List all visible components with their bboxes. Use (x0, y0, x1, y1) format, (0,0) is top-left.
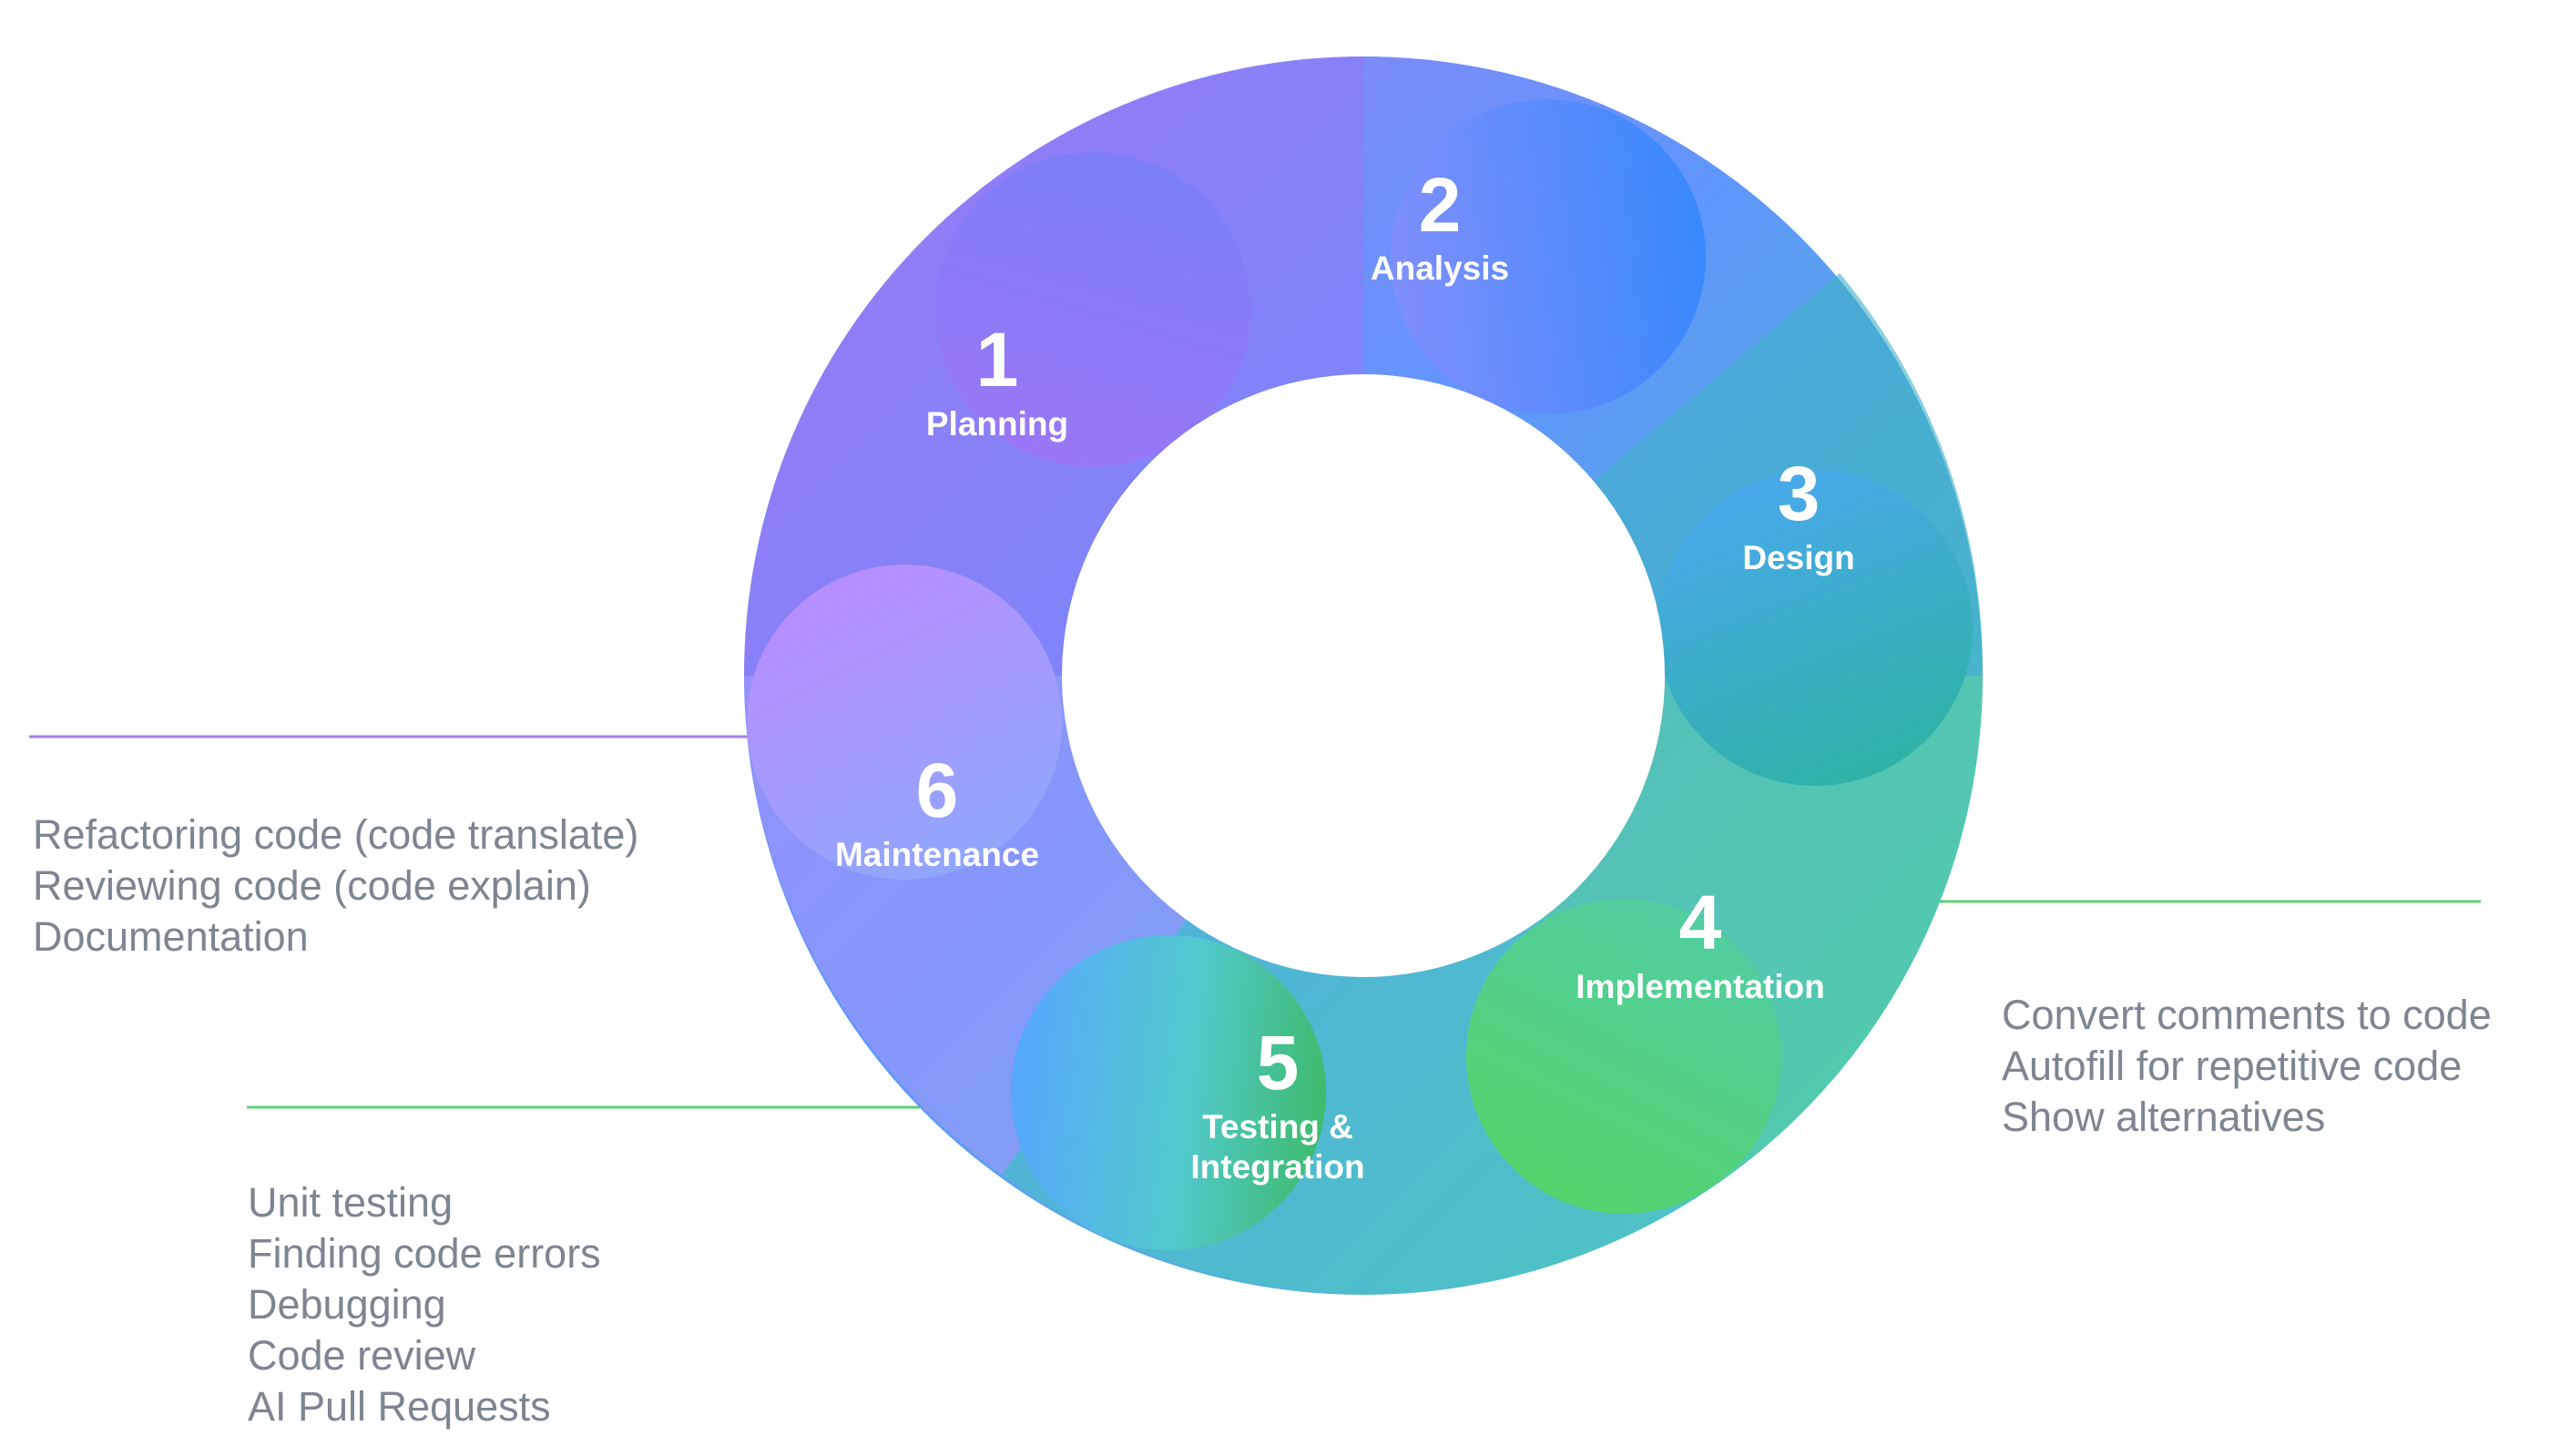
stage-3-design: 3 Design (1742, 451, 1854, 576)
cycle-ring (744, 56, 1984, 1295)
stage-4-implementation: 4 Implementation (1576, 880, 1824, 1005)
stage-lobe-planning (935, 152, 1250, 467)
stage-label: Maintenance (835, 836, 1039, 873)
stage-label: Implementation (1576, 968, 1824, 1005)
stage-lobe-design (1658, 471, 1973, 786)
stage-6-maintenance: 6 Maintenance (835, 748, 1039, 873)
callout-item: Unit testing (248, 1179, 454, 1226)
testing-callout-list: Unit testing Finding code errors Debuggi… (248, 1177, 601, 1432)
implementation-callout-list: Convert comments to code Autofill for re… (2002, 990, 2492, 1143)
stage-number: 2 (1419, 162, 1462, 248)
stage-lobe-analysis (1391, 99, 1706, 414)
stage-1-planning: 1 Planning (926, 317, 1068, 443)
callout-item: AI Pull Requests (248, 1383, 551, 1430)
stage-label-line-2: Integration (1190, 1148, 1364, 1186)
callout-item: Debugging (248, 1281, 446, 1328)
callout-item: Documentation (33, 913, 309, 960)
callout-item: Code review (248, 1332, 476, 1379)
stage-lobe-maintenance (747, 565, 1062, 880)
callout-item: Convert comments to code (2002, 992, 2492, 1038)
stage-lobe-implementation (1466, 899, 1781, 1214)
callout-item: Reviewing code (code explain) (33, 862, 591, 909)
callout-item: Show alternatives (2002, 1094, 2326, 1140)
stage-5-testing-integration: 5 Testing & Integration (1190, 1020, 1364, 1186)
stage-label: Planning (926, 405, 1068, 443)
stage-lobe-testing (1011, 935, 1326, 1250)
stage-number: 4 (1679, 880, 1722, 965)
stage-number: 6 (916, 748, 959, 833)
stage-label: Analysis (1371, 249, 1509, 287)
maintenance-callout-list: Refactoring code (code translate) Review… (33, 809, 638, 962)
stage-number: 3 (1778, 451, 1821, 536)
callout-item: Refactoring code (code translate) (33, 811, 639, 858)
stage-label-line-1: Testing & (1202, 1108, 1353, 1145)
callout-item: Finding code errors (248, 1230, 601, 1277)
stage-number: 5 (1257, 1020, 1300, 1105)
stage-label: Design (1742, 539, 1854, 576)
stage-number: 1 (976, 317, 1019, 402)
callout-item: Autofill for repetitive code (2002, 1043, 2463, 1089)
stage-2-analysis: 2 Analysis (1371, 162, 1509, 287)
